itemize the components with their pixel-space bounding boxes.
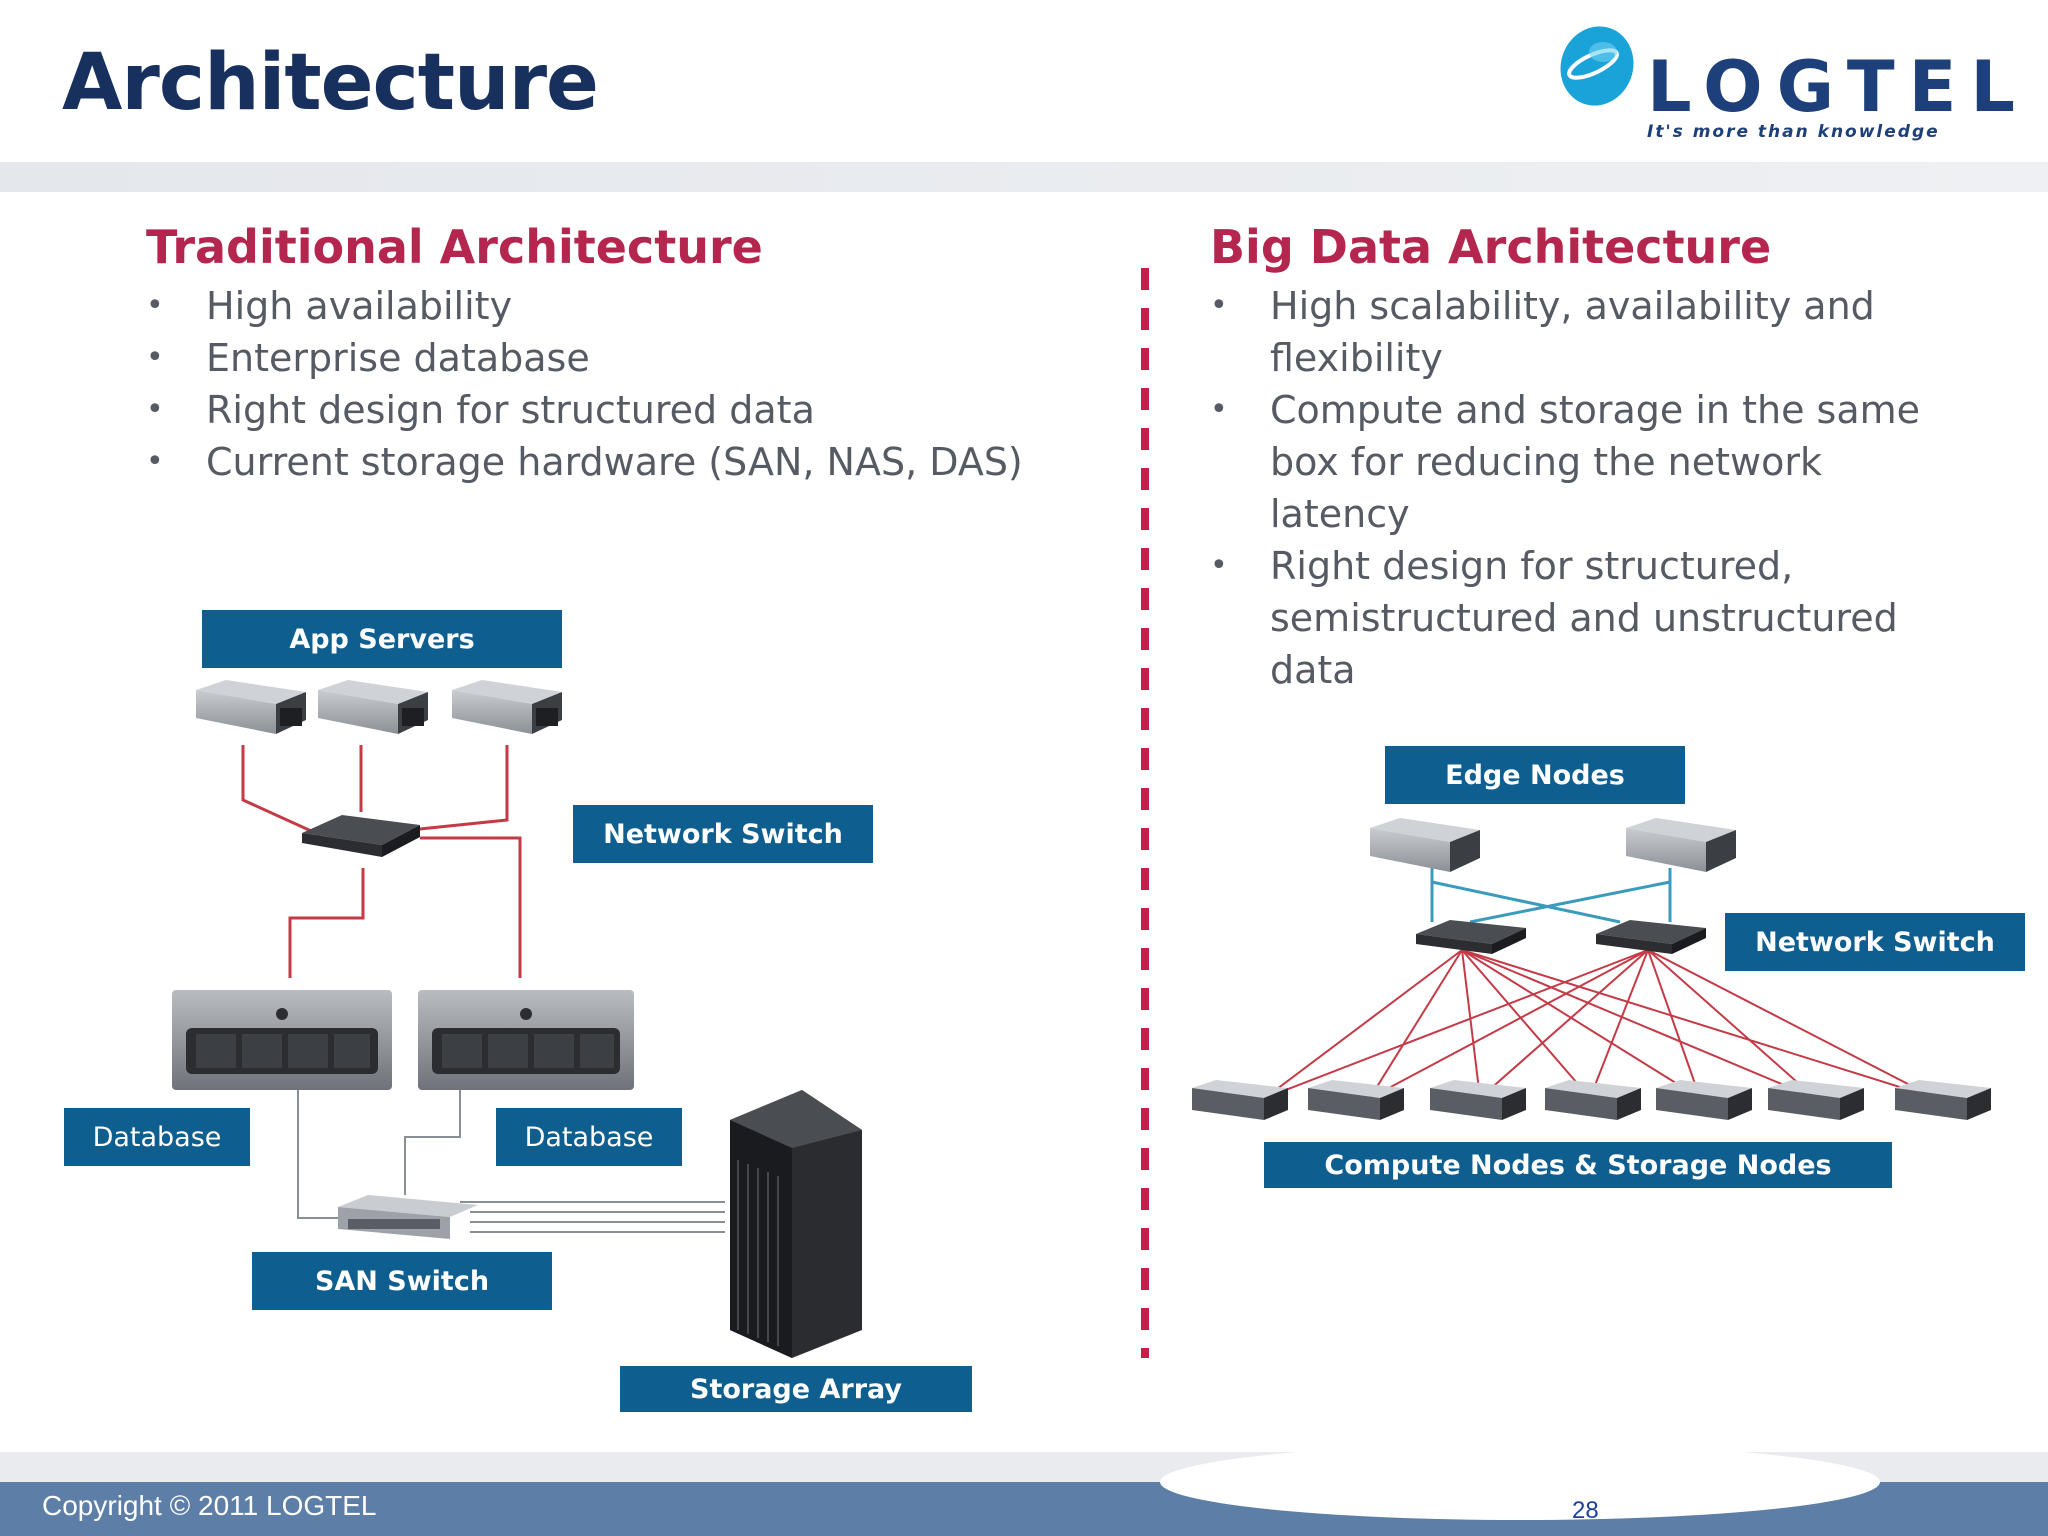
compute-storage-nodes-label: Compute Nodes & Storage Nodes xyxy=(1264,1142,1892,1188)
bigdata-bullets: High scalability, availability and flexi… xyxy=(1210,280,1970,696)
footer-wave xyxy=(1160,1444,1880,1520)
logo-tagline: It's more than knowledge xyxy=(1647,122,1940,142)
page-title: Architecture xyxy=(62,38,599,128)
compute-node-server xyxy=(1192,1080,1288,1120)
compute-node-server xyxy=(1430,1080,1526,1120)
edge-node-server xyxy=(1370,818,1480,872)
database-server xyxy=(172,990,392,1090)
logo-wordmark: LOGTEL xyxy=(1647,46,2030,128)
edge-nodes-label: Edge Nodes xyxy=(1385,746,1685,804)
app-to-switch-links xyxy=(241,745,522,978)
bigdata-heading: Big Data Architecture xyxy=(1210,220,1772,274)
compute-node-server xyxy=(1768,1080,1864,1120)
header-band xyxy=(0,162,2048,192)
globe-icon xyxy=(1560,26,1634,106)
app-server xyxy=(318,680,428,734)
compute-node-server xyxy=(1545,1080,1641,1120)
bigdata-network-switch-label: Network Switch xyxy=(1725,913,2025,971)
traditional-bullets: High availability Enterprise database Ri… xyxy=(146,280,1106,488)
san-links xyxy=(297,1085,725,1233)
bigdata-bullet: Compute and storage in the same box for … xyxy=(1210,384,1970,540)
traditional-heading: Traditional Architecture xyxy=(146,220,763,274)
traditional-bullet: High availability xyxy=(146,280,1106,332)
app-server xyxy=(452,680,562,734)
database-server xyxy=(418,990,634,1090)
network-switch-device xyxy=(302,815,420,857)
app-servers-label: App Servers xyxy=(202,610,562,668)
edge-node-server xyxy=(1626,818,1736,872)
page-number: 28 xyxy=(1572,1497,1599,1524)
section-divider xyxy=(1141,268,1149,1358)
bigdata-switch-device xyxy=(1416,920,1526,954)
bigdata-switch-device xyxy=(1596,920,1706,954)
traditional-bullet: Current storage hardware (SAN, NAS, DAS) xyxy=(146,436,1106,488)
bigdata-bullet: Right design for structured, semistructu… xyxy=(1210,540,1970,696)
database-label-left: Database xyxy=(64,1108,250,1166)
copyright-text: Copyright © 2011 LOGTEL xyxy=(42,1490,377,1521)
traditional-bullet: Right design for structured data xyxy=(146,384,1106,436)
logtel-logo: LOGTEL It's more than knowledge xyxy=(1555,12,2015,152)
app-server xyxy=(196,680,306,734)
compute-node-server xyxy=(1656,1080,1752,1120)
san-switch-label: SAN Switch xyxy=(252,1252,552,1310)
compute-node-server xyxy=(1308,1080,1404,1120)
storage-array-device xyxy=(730,1090,862,1358)
edge-to-switch-links xyxy=(1430,868,1672,924)
switch-to-node-links xyxy=(1264,949,1936,1099)
compute-node-server xyxy=(1895,1080,1991,1120)
database-label-right: Database xyxy=(496,1108,682,1166)
network-switch-label: Network Switch xyxy=(573,805,873,863)
traditional-bullet: Enterprise database xyxy=(146,332,1106,384)
bigdata-bullet: High scalability, availability and flexi… xyxy=(1210,280,1970,384)
storage-array-label: Storage Array xyxy=(620,1366,972,1412)
san-switch-device xyxy=(338,1195,478,1239)
